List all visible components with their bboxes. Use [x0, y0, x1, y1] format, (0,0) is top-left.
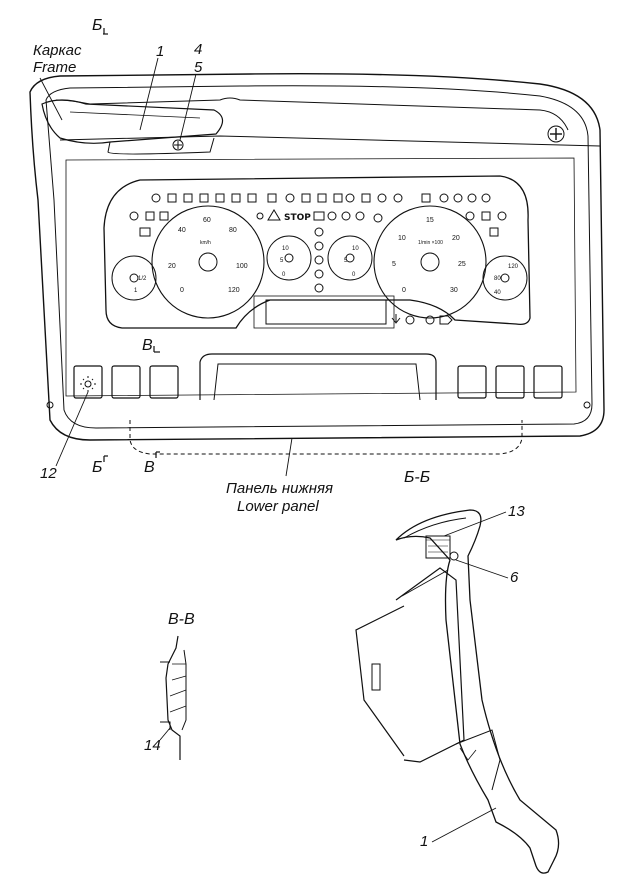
svg-text:0: 0 [402, 287, 406, 294]
section-vv-view [160, 635, 187, 760]
svg-text:0: 0 [180, 287, 184, 294]
gauge-center-left [266, 235, 312, 281]
light-switch[interactable] [73, 365, 103, 399]
svg-text:60: 60 [203, 217, 211, 224]
svg-text:5: 5 [392, 261, 396, 268]
svg-text:20: 20 [452, 235, 460, 242]
gauge-left [111, 255, 157, 301]
section-marker-b-top: Б [92, 17, 108, 35]
tachometer [373, 205, 487, 319]
svg-text:0: 0 [352, 272, 356, 278]
svg-text:14: 14 [144, 737, 161, 754]
svg-text:80: 80 [229, 227, 237, 234]
svg-text:В: В [144, 459, 155, 476]
callout-4: 4 [194, 41, 202, 58]
svg-text:25: 25 [458, 261, 466, 268]
warning-lamp-row [129, 193, 507, 237]
svg-text:1/2: 1/2 [138, 276, 147, 282]
callout-14: 14 [144, 727, 171, 754]
switch-row [73, 365, 563, 399]
svg-text:40: 40 [494, 290, 501, 296]
arrow-right-icon [439, 315, 453, 325]
svg-text:Б: Б [92, 459, 102, 476]
switch-2[interactable] [111, 365, 141, 399]
svg-text:30: 30 [450, 287, 458, 294]
stop-lamp: STOP [284, 213, 311, 223]
switch-6[interactable] [533, 365, 563, 399]
section-vv-label: В-В [168, 611, 195, 628]
svg-text:5: 5 [280, 258, 284, 264]
section-bb-view [355, 509, 560, 874]
svg-text:Б: Б [92, 17, 102, 34]
callout-6: 6 [455, 559, 519, 586]
center-lamp-row [313, 211, 365, 221]
warning-triangle-icon [267, 209, 281, 221]
svg-text:1: 1 [134, 288, 138, 294]
lower-panel-label: Панель нижняя Lower panel [226, 437, 333, 515]
svg-text:Frame: Frame [33, 59, 76, 76]
svg-text:В-В: В-В [168, 611, 195, 628]
callout-5: 5 [179, 59, 203, 141]
svg-text:0: 0 [282, 272, 286, 278]
instrument-cluster [103, 175, 531, 329]
svg-text:40: 40 [178, 227, 186, 234]
arrow-down-icon [391, 314, 401, 324]
svg-text:120: 120 [508, 264, 519, 270]
callout-12: 12 [40, 391, 89, 482]
gauge-labels: 20 40 60 80 100 120 0 km/h 0 5 10 15 20 … [134, 217, 519, 296]
svg-text:Б-Б: Б-Б [404, 469, 430, 486]
svg-text:80: 80 [494, 276, 501, 282]
section-marker-v-bottom: В [144, 451, 160, 476]
svg-text:Lower panel: Lower panel [237, 498, 319, 515]
svg-text:100: 100 [236, 263, 248, 270]
callout-13: 13 [443, 503, 525, 537]
svg-text:10: 10 [282, 246, 289, 252]
svg-text:1: 1 [156, 43, 164, 60]
svg-text:10: 10 [352, 246, 359, 252]
svg-text:20: 20 [168, 263, 176, 270]
svg-text:Каркас: Каркас [33, 42, 82, 59]
center-indicators [314, 227, 324, 293]
frame-label: Каркас Frame [33, 42, 82, 121]
section-marker-v-mid: В [142, 337, 160, 354]
sun-icon [80, 376, 96, 392]
gauge-center-right [327, 235, 373, 281]
svg-text:4: 4 [194, 41, 202, 58]
svg-text:5: 5 [194, 59, 203, 76]
lower-panel [129, 353, 523, 455]
gauge-right [482, 255, 528, 301]
svg-text:10: 10 [398, 235, 406, 242]
svg-text:15: 15 [426, 217, 434, 224]
svg-text:5: 5 [344, 258, 348, 264]
section-bb-label: Б-Б [404, 469, 430, 486]
svg-text:6: 6 [510, 569, 519, 586]
section-marker-b-bottom: Б [92, 455, 108, 476]
svg-text:13: 13 [508, 503, 525, 520]
svg-text:km/h: km/h [200, 240, 211, 246]
speedometer [151, 205, 265, 319]
switch-3[interactable] [149, 365, 179, 399]
svg-text:В: В [142, 337, 153, 354]
svg-text:Панель нижняя: Панель нижняя [226, 480, 333, 497]
svg-text:1/min ×100: 1/min ×100 [418, 240, 443, 246]
switch-5[interactable] [495, 365, 525, 399]
switch-4[interactable] [457, 365, 487, 399]
callout-1-bottom: 1 [420, 807, 497, 850]
svg-text:1: 1 [420, 833, 428, 850]
callout-1: 1 [139, 43, 164, 131]
svg-text:120: 120 [228, 287, 240, 294]
dashboard-frame [29, 73, 605, 441]
svg-text:12: 12 [40, 465, 57, 482]
